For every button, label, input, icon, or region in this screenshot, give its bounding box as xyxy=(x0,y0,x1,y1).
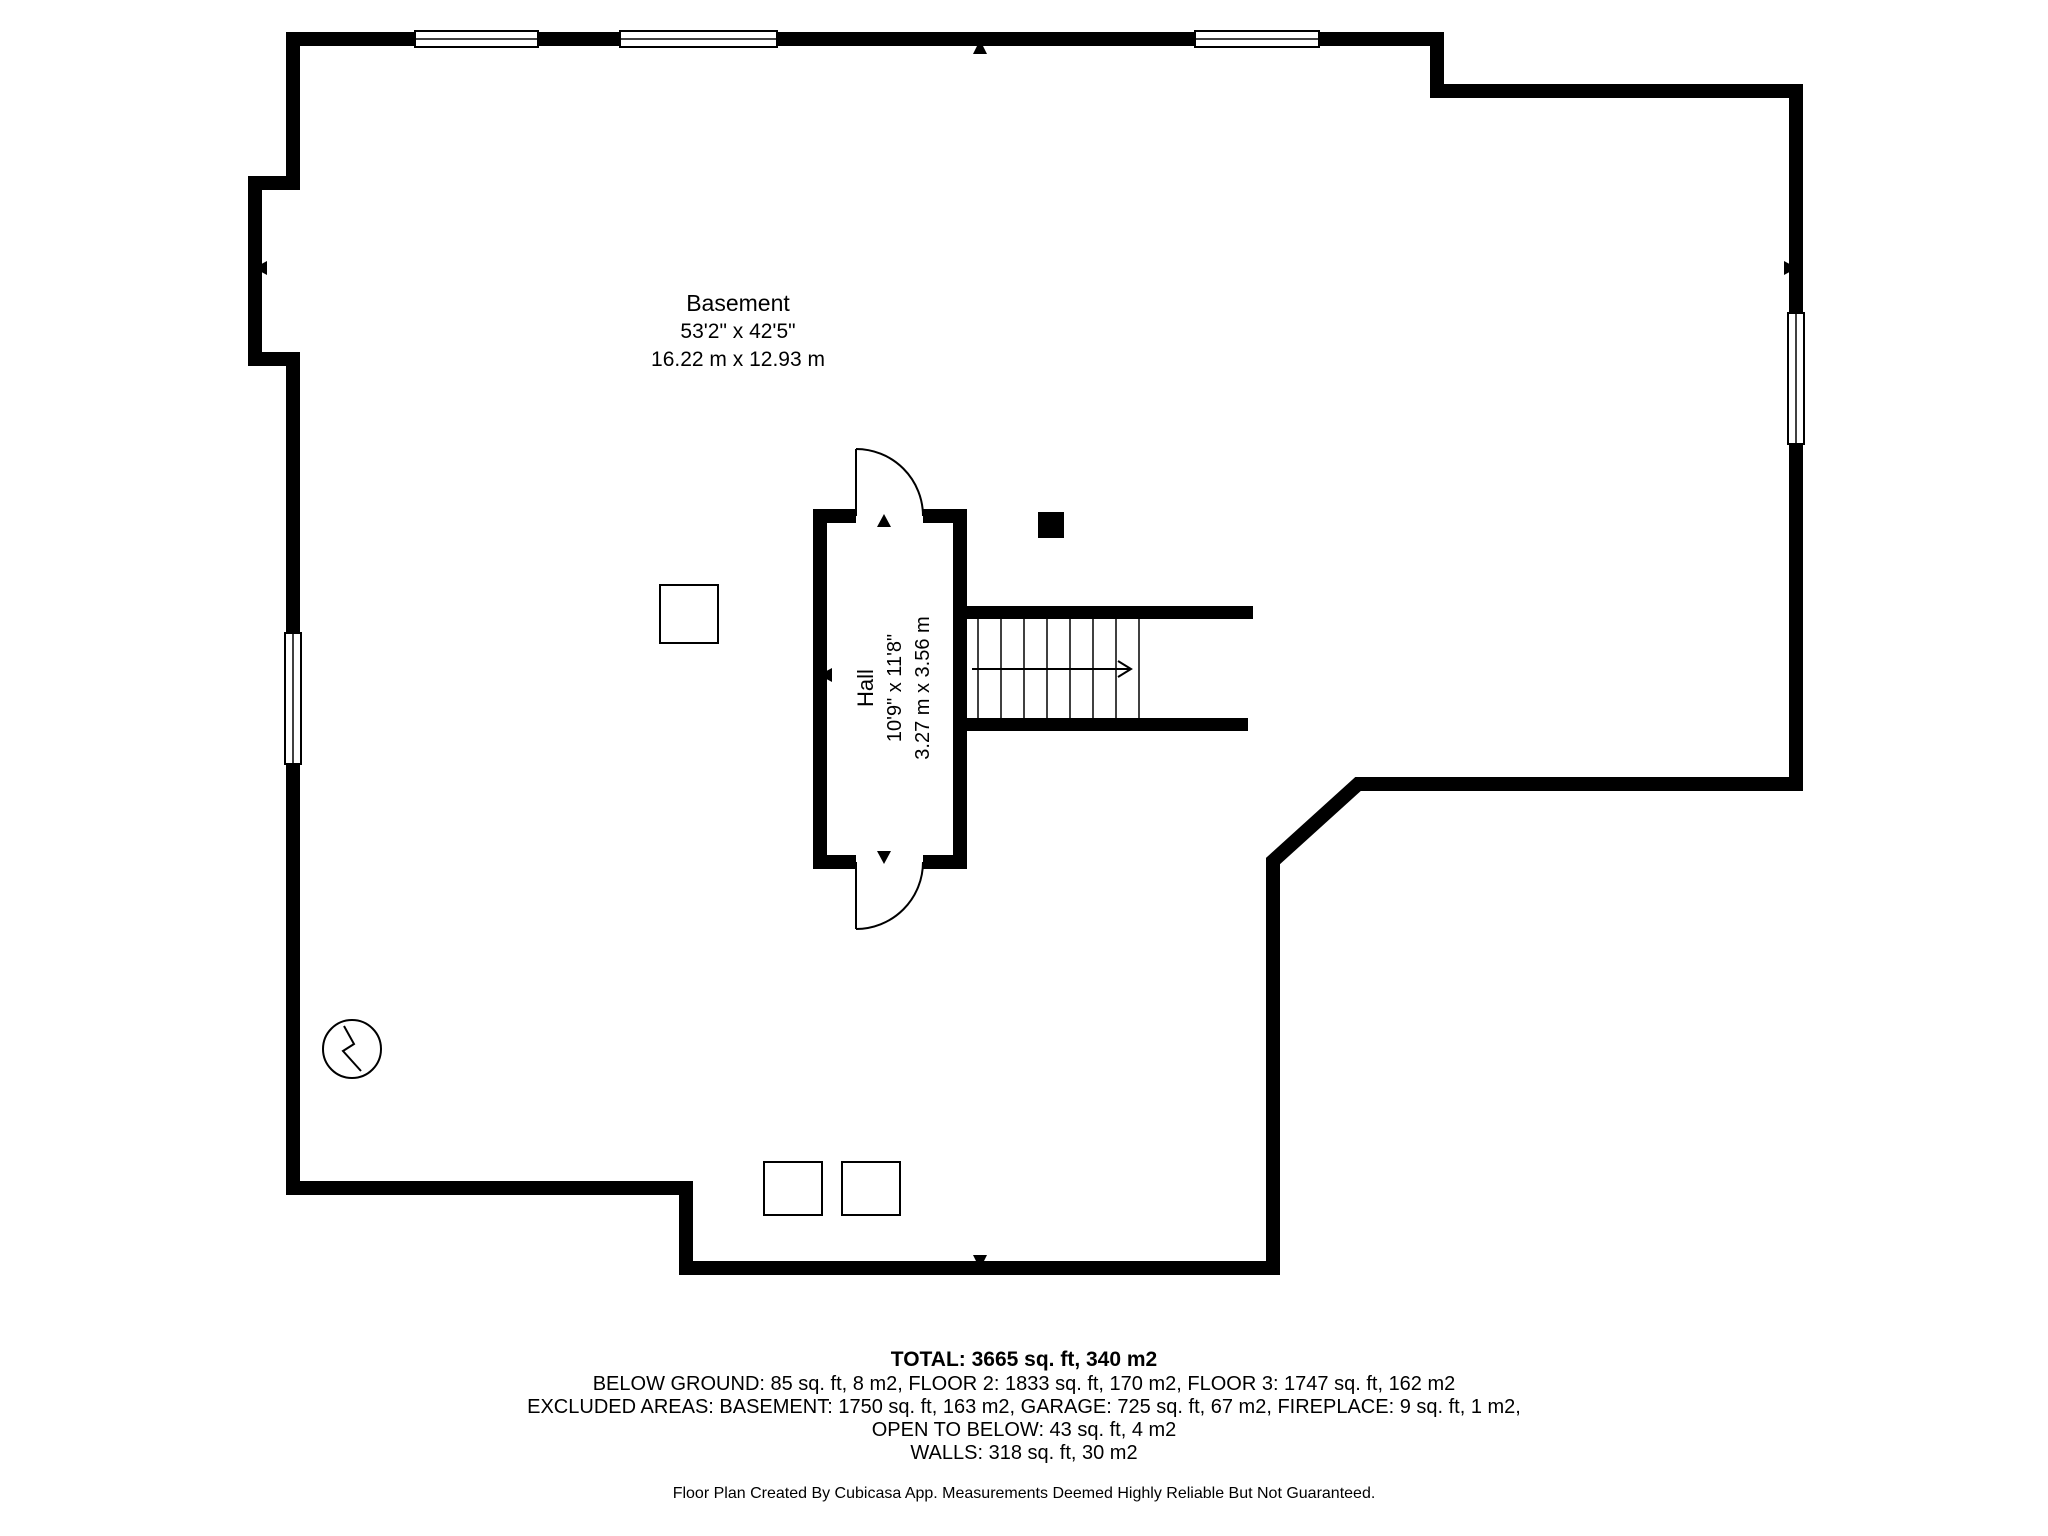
tick-left-notch-wall xyxy=(254,261,267,275)
window-top-1 xyxy=(414,30,539,48)
hall-dim-ft: 10'9" x 11'8" xyxy=(884,634,906,742)
basement-dim-m: 16.22 m x 12.93 m xyxy=(651,348,825,371)
footer-disclaimer: Floor Plan Created By Cubicasa App. Meas… xyxy=(673,1485,1376,1502)
tick-bottom-wall xyxy=(973,1255,987,1269)
staircase xyxy=(960,606,1253,731)
door-arc-bottom xyxy=(855,861,924,930)
tick-top-wall xyxy=(973,40,987,54)
tick-hall-bottom-opening xyxy=(877,851,891,864)
window-top-3 xyxy=(1194,30,1320,48)
summary-total: TOTAL: 3665 sq. ft, 340 m2 xyxy=(891,1348,1157,1371)
stair-direction-arrow xyxy=(972,660,1133,678)
equipment-box-1 xyxy=(763,1161,823,1216)
equipment-box-2 xyxy=(841,1161,901,1216)
window-right xyxy=(1787,312,1805,445)
door-arc-top xyxy=(855,448,924,517)
support-post-outline xyxy=(659,584,719,644)
window-left xyxy=(284,632,302,765)
hall-walls xyxy=(813,509,967,869)
tick-right-wall xyxy=(1784,261,1797,275)
basement-room-name: Basement xyxy=(686,290,790,316)
summary-open-below: OPEN TO BELOW: 43 sq. ft, 4 m2 xyxy=(872,1419,1177,1441)
hall-room-name: Hall xyxy=(853,669,878,707)
column-solid xyxy=(1038,512,1064,538)
summary-walls: WALLS: 318 sq. ft, 30 m2 xyxy=(910,1442,1137,1464)
hall-dim-m: 3.27 m x 3.56 m xyxy=(912,616,934,759)
summary-excluded: EXCLUDED AREAS: BASEMENT: 1750 sq. ft, 1… xyxy=(527,1396,1521,1418)
utility-circle-symbol xyxy=(322,1019,382,1079)
summary-floors: BELOW GROUND: 85 sq. ft, 8 m2, FLOOR 2: … xyxy=(593,1373,1456,1395)
tick-hall-left-wall xyxy=(819,668,832,682)
exterior-walls xyxy=(248,32,1803,1275)
basement-dim-ft: 53'2" x 42'5" xyxy=(680,320,795,343)
window-top-2 xyxy=(619,30,778,48)
tick-hall-top-opening xyxy=(877,514,891,527)
